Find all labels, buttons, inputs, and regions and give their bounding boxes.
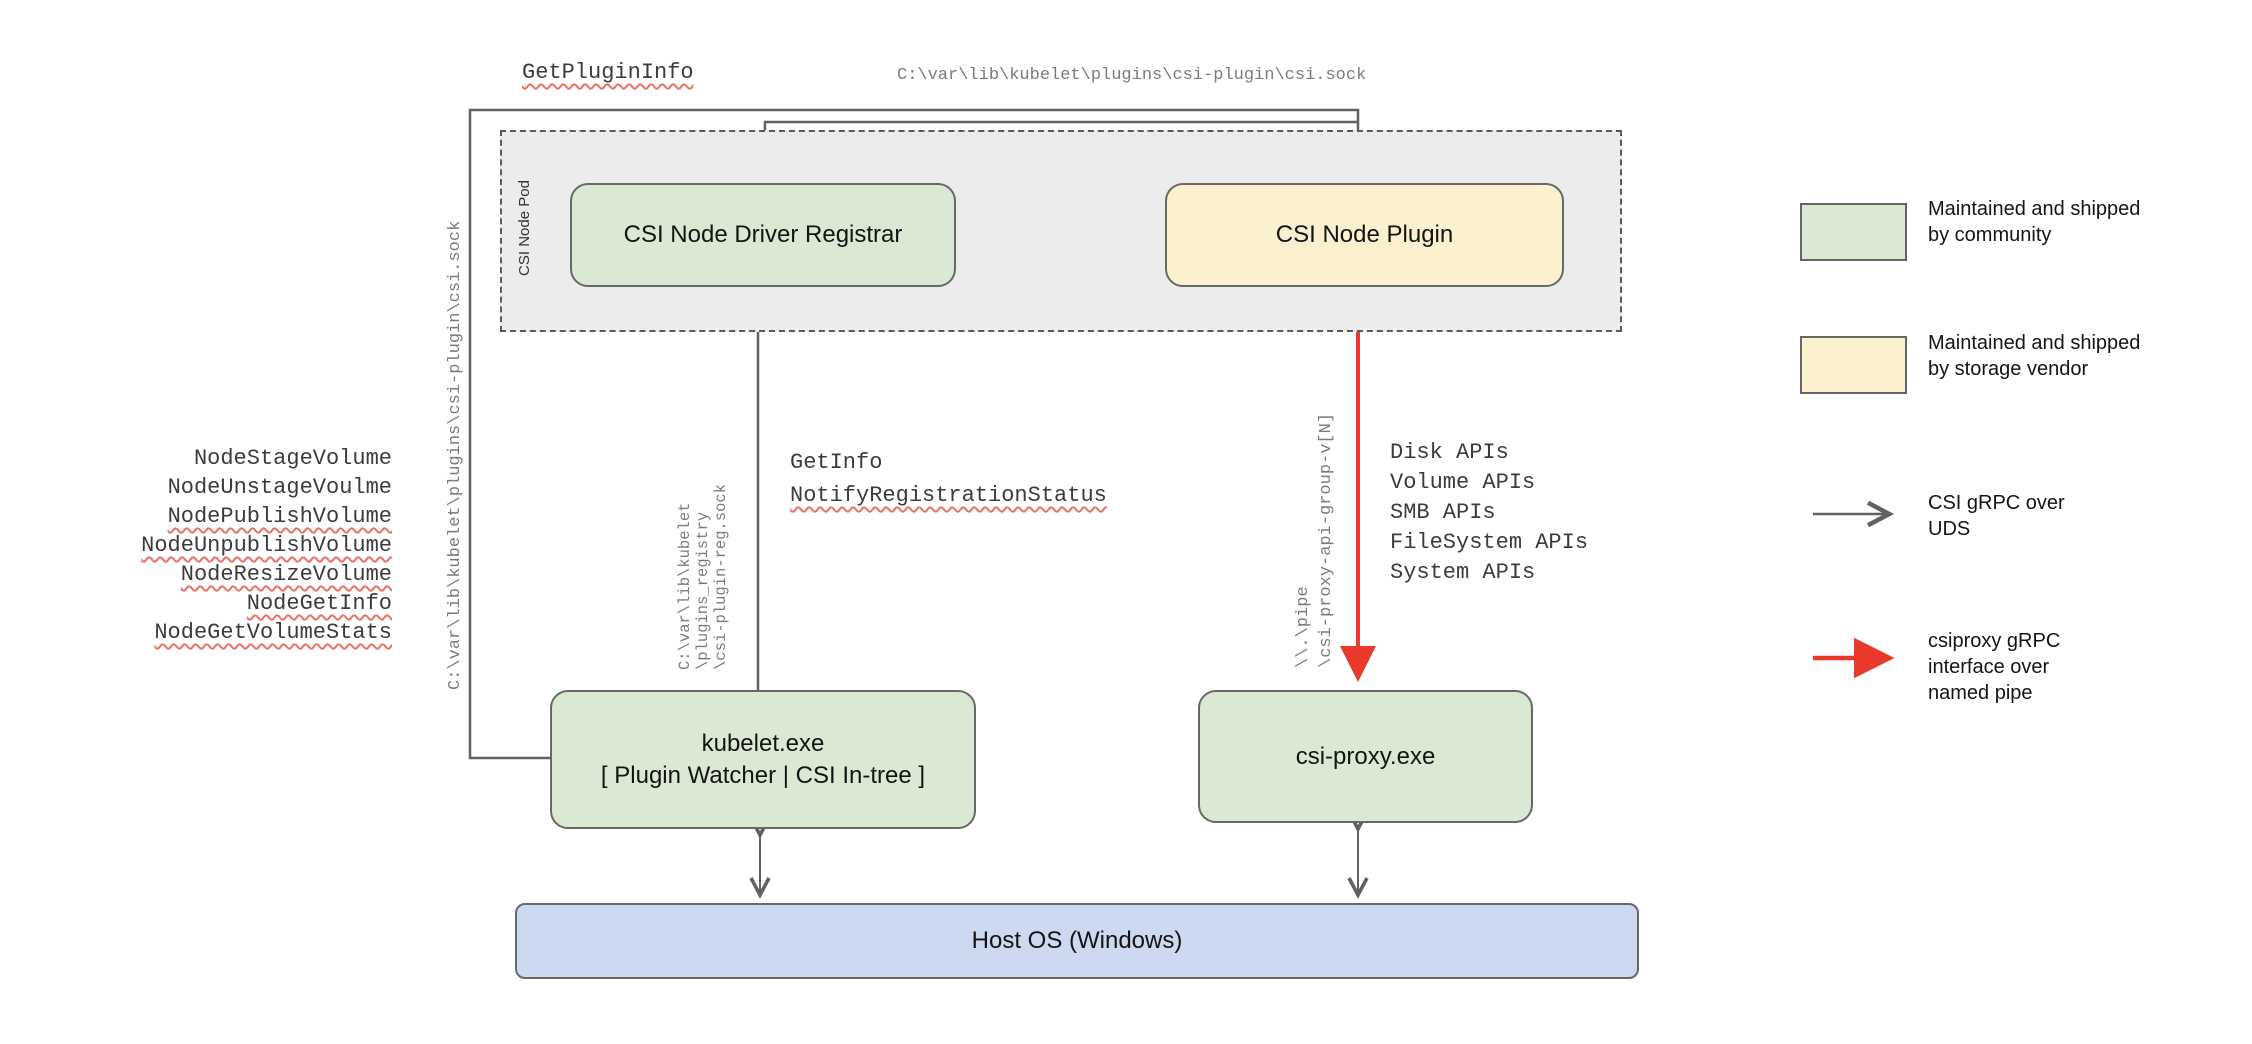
- csi-sock-path-top-label: C:\var\lib\kubelet\plugins\csi-plugin\cs…: [897, 66, 1367, 85]
- legend-namedpipe-label: csiproxy gRPC interface over named pipe: [1928, 630, 2061, 704]
- csi-proxy-label: csi-proxy.exe: [1295, 742, 1436, 770]
- named-pipe-path-vertical-label: \\.\pipe \csi-proxy-api-group-v[N]: [1294, 412, 1336, 668]
- node-api-item: NodeGetVolumeStats: [154, 620, 392, 645]
- kubelet-label-line2: [ Plugin Watcher | CSI In-tree ]: [600, 761, 926, 789]
- host-os-label: Host OS (Windows): [971, 927, 1183, 954]
- csi-sock-path-vertical-label: C:\var\lib\kubelet\plugins\csi-plugin\cs…: [446, 220, 465, 690]
- proxy-api-item: FileSystem APIs: [1390, 530, 1589, 555]
- csi-proxy-box: csi-proxy.exe: [1198, 690, 1533, 823]
- host-os-box: Host OS (Windows): [515, 903, 1639, 979]
- kubelet-label-line1: kubelet.exe: [701, 729, 825, 757]
- legend-community-swatch: [1800, 203, 1907, 261]
- csi-node-driver-registrar-box: CSI Node Driver Registrar: [570, 183, 956, 287]
- csi-node-driver-registrar-label: CSI Node Driver Registrar: [623, 221, 903, 248]
- registration-sock-path-vertical-label: C:\var\lib\kubelet \plugins_registry \cs…: [676, 483, 730, 670]
- proxy-api-item: Volume APIs: [1390, 470, 1536, 495]
- legend-vendor-label: Maintained and shipped by storage vendor: [1928, 332, 2141, 380]
- proxy-api-item: Disk APIs: [1390, 440, 1509, 465]
- node-api-item: NodePublishVolume: [167, 504, 392, 529]
- get-info-label: GetInfo: [790, 450, 883, 475]
- legend-vendor-swatch: [1800, 336, 1907, 394]
- legend-uds-label: CSI gRPC over UDS: [1928, 492, 2065, 540]
- node-api-item: NodeStageVolume: [193, 446, 392, 471]
- proxy-api-item: System APIs: [1390, 560, 1536, 585]
- node-api-item: NodeGetInfo: [246, 591, 392, 616]
- node-api-item: NodeResizeVolume: [180, 562, 392, 587]
- node-api-item: NodeUnstageVoulme: [167, 475, 392, 500]
- registration-calls: GetInfo NotifyRegistrationStatus: [790, 446, 1107, 512]
- kubelet-box: kubelet.exe [ Plugin Watcher | CSI In-tr…: [550, 690, 976, 829]
- csi-node-pod-label: CSI Node Pod: [516, 180, 533, 276]
- notify-registration-status-label: NotifyRegistrationStatus: [790, 483, 1107, 508]
- csi-node-plugin-label: CSI Node Plugin: [1275, 221, 1454, 248]
- node-api-item: NodeUnpublishVolume: [141, 533, 392, 558]
- proxy-api-list: Disk APIs Volume APIs SMB APIs FileSyste…: [1390, 438, 1588, 588]
- node-api-list: NodeStageVolume NodeUnstageVoulme NodePu…: [60, 444, 392, 647]
- csi-node-plugin-box: CSI Node Plugin: [1165, 183, 1564, 287]
- legend-community-label: Maintained and shipped by community: [1928, 198, 2141, 246]
- get-plugin-info-label: GetPluginInfo: [522, 60, 694, 85]
- proxy-api-item: SMB APIs: [1390, 500, 1496, 525]
